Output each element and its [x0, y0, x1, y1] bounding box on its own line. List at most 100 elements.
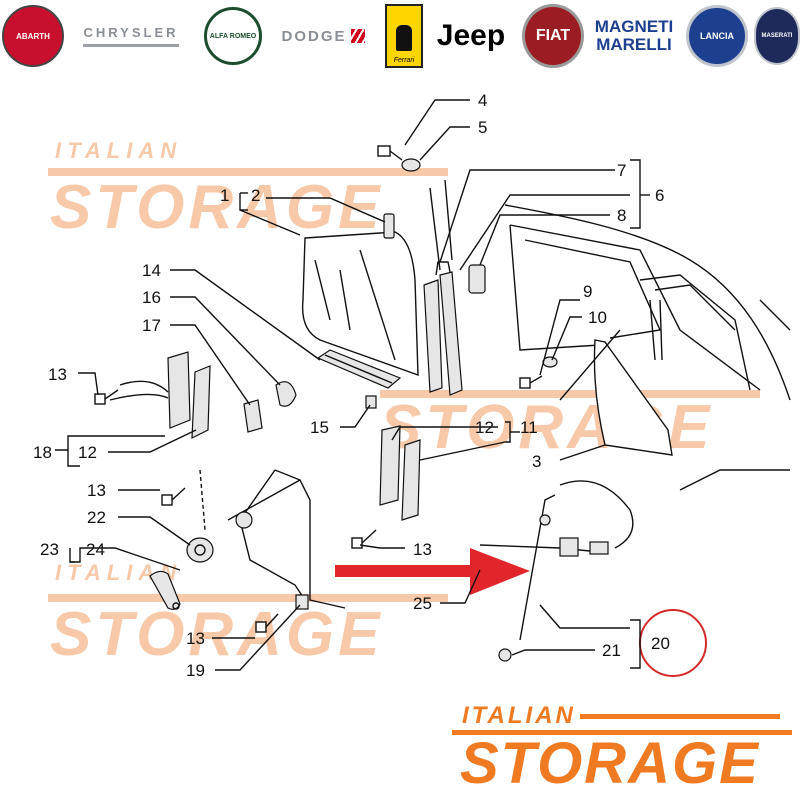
footer-logo-small-text: ITALIAN — [462, 702, 576, 729]
callout-16: 16 — [142, 288, 161, 307]
lancia-label: LANCIA — [700, 31, 734, 41]
clip-part-16 — [275, 381, 297, 407]
watermark-top-bar — [48, 168, 448, 176]
callout-18: 18 — [33, 443, 52, 462]
maserati-badge: MASERATI — [754, 7, 800, 65]
clip-part-15 — [365, 395, 377, 409]
jeep-wordmark: Jeep — [436, 19, 506, 52]
alfa-romeo-label: ALFA ROMEO — [209, 32, 257, 40]
callout-11: 11 — [520, 418, 538, 437]
abarth-logo: ABARTH — [2, 4, 64, 68]
glass-channel-strip — [316, 349, 402, 389]
callout-10: 10 — [588, 308, 607, 327]
prancing-horse-icon — [396, 25, 412, 51]
callout-labels: 4 5 1 2 7 6 8 9 10 14 16 17 13 15 18 12 … — [33, 91, 670, 680]
car-body-outline — [504, 204, 791, 491]
chrysler-wordmark: CHRYSLER — [83, 25, 179, 47]
callout-14: 14 — [142, 261, 161, 280]
callout-8: 8 — [617, 206, 626, 225]
callout-22: 22 — [87, 508, 106, 527]
callout-25: 25 — [413, 594, 432, 613]
bolt-part-13-b — [161, 487, 186, 506]
leader-lines — [55, 99, 650, 671]
fiat-badge: FIAT — [522, 4, 584, 68]
bolt-part-9 — [519, 375, 543, 389]
rear-lower-rail — [379, 425, 421, 521]
dodge-wordmark: DODGE — [281, 27, 347, 45]
alfa-romeo-logo: ALFA ROMEO — [202, 4, 264, 68]
ferrari-shield: Ferrari — [385, 4, 423, 68]
callout-4: 4 — [478, 91, 487, 110]
watermark-bottom-bar — [48, 594, 448, 602]
jeep-logo: Jeep — [428, 4, 514, 68]
footer-logo-bar-mid — [452, 730, 792, 735]
fiat-label: FIAT — [535, 27, 571, 44]
bracket-part-8 — [468, 264, 486, 294]
italian-storage-logo: ITALIAN STORAGE — [440, 700, 800, 800]
washer-part-5 — [401, 158, 421, 172]
callout-19: 19 — [186, 661, 205, 680]
abarth-badge: ABARTH — [2, 5, 64, 67]
bolt-part-13-a — [94, 389, 119, 405]
bolt-part-13-c — [351, 529, 377, 549]
door-glass — [301, 231, 419, 377]
brand-logo-bar: ABARTH CHRYSLER ALFA ROMEO DODGE Ferrari… — [0, 0, 800, 75]
callout-2: 2 — [251, 186, 260, 205]
lancia-badge: LANCIA — [686, 5, 748, 67]
rear-guide-rail — [423, 179, 463, 396]
quarter-glass — [593, 339, 673, 456]
clip-part-17 — [243, 399, 263, 433]
magneti-marelli-wordmark: MAGNETI MARELLI — [594, 17, 674, 54]
window-crank-handle — [149, 570, 181, 610]
watermark-bottom-big: STORAGE — [50, 600, 383, 669]
watermark-middle-bar — [380, 390, 760, 398]
callout-13-a: 13 — [48, 365, 67, 384]
callout-12-right: 12 — [475, 418, 494, 437]
bolt-part-4 — [377, 145, 403, 161]
dodge-logo: DODGE — [268, 4, 378, 68]
footer-logo-bar-top — [580, 714, 780, 719]
highlight-circle-part-20 — [639, 609, 707, 677]
callout-13-c: 13 — [413, 540, 432, 559]
callout-24: 24 — [86, 540, 105, 559]
watermark-bottom: ITALIAN STORAGE — [48, 560, 448, 669]
dodge-stripes-icon — [350, 29, 365, 43]
callout-23: 23 — [40, 540, 59, 559]
glass-clip — [383, 213, 395, 239]
front-guide-rail — [109, 351, 211, 439]
callout-5: 5 — [478, 118, 487, 137]
watermark-top: ITALIAN STORAGE — [48, 138, 448, 242]
watermark-top-big: STORAGE — [50, 173, 383, 242]
callout-6: 6 — [655, 186, 664, 205]
manual-window-regulator — [199, 469, 346, 610]
callout-13-b: 13 — [87, 481, 106, 500]
maserati-logo: MASERATI — [754, 4, 800, 68]
regulator-handle-boss — [186, 537, 214, 563]
pointer-arrow — [335, 548, 530, 595]
ferrari-logo: Ferrari — [384, 4, 424, 68]
maserati-label: MASERATI — [761, 33, 793, 39]
callout-7: 7 — [617, 161, 626, 180]
watermark-middle: STORAGE — [380, 390, 760, 462]
electric-window-regulator — [479, 480, 634, 662]
ferrari-label: Ferrari — [393, 57, 415, 64]
lancia-logo: LANCIA — [684, 4, 750, 68]
callout-20: 20 — [651, 634, 670, 653]
callout-3: 3 — [532, 452, 541, 471]
watermark-top-small: ITALIAN — [55, 138, 182, 163]
bolt-part-13-d — [255, 613, 279, 633]
callout-9: 9 — [583, 282, 592, 301]
callout-17: 17 — [142, 316, 161, 335]
callout-15: 15 — [310, 418, 329, 437]
chrysler-logo: CHRYSLER — [66, 4, 196, 68]
callout-13-d: 13 — [186, 629, 205, 648]
magneti-marelli-logo: MAGNETI MARELLI — [588, 4, 680, 68]
fiat-logo: FIAT — [522, 4, 584, 68]
callout-1: 1 — [220, 186, 229, 205]
footer-logo-big-text: STORAGE — [460, 731, 760, 796]
alfa-romeo-badge: ALFA ROMEO — [204, 7, 262, 65]
callout-21: 21 — [602, 641, 621, 660]
callout-12-left: 12 — [78, 443, 97, 462]
abarth-label: ABARTH — [16, 31, 50, 41]
